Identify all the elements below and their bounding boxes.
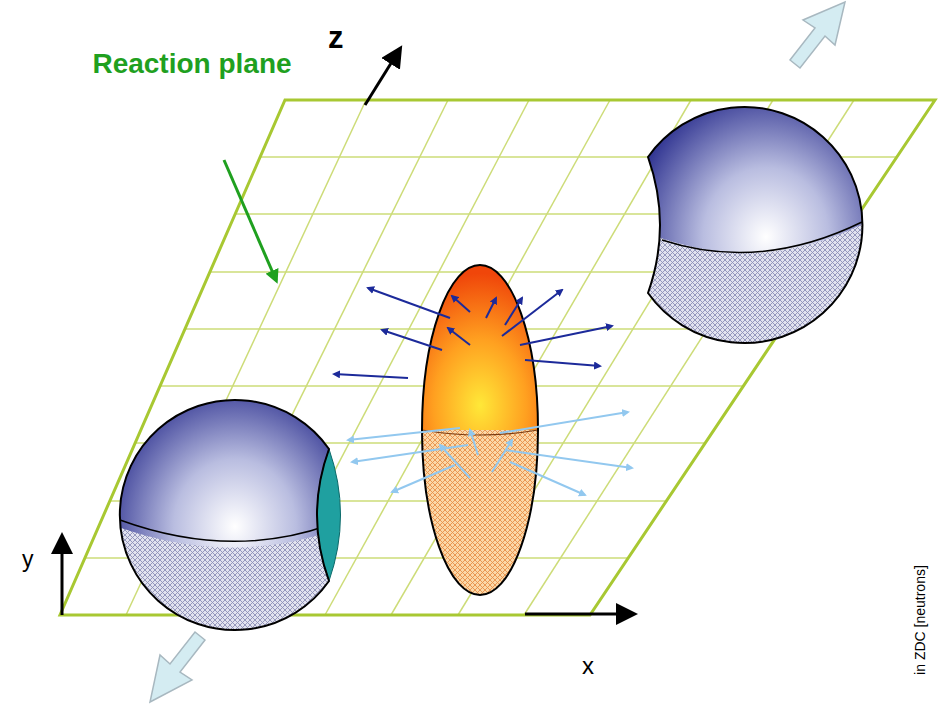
axis-label: z (328, 20, 344, 56)
plane-outline (60, 100, 935, 615)
x-axis (525, 613, 630, 616)
motion-arrow (790, 2, 845, 68)
motion-arrow (150, 632, 205, 702)
right-nucleus (640, 107, 870, 360)
axis-label: y (22, 546, 34, 572)
rotated-note: in ZDC [neutrons] (912, 565, 928, 675)
left-nucleus (100, 400, 360, 650)
flow-arrows-lower (348, 412, 632, 495)
y-axis (61, 540, 64, 615)
leader-arrow (224, 160, 276, 280)
flow-arrows-upper (334, 288, 612, 378)
axis-label: x (582, 652, 594, 680)
z-axis (365, 52, 398, 105)
plane-label: Reaction plane (92, 48, 292, 80)
